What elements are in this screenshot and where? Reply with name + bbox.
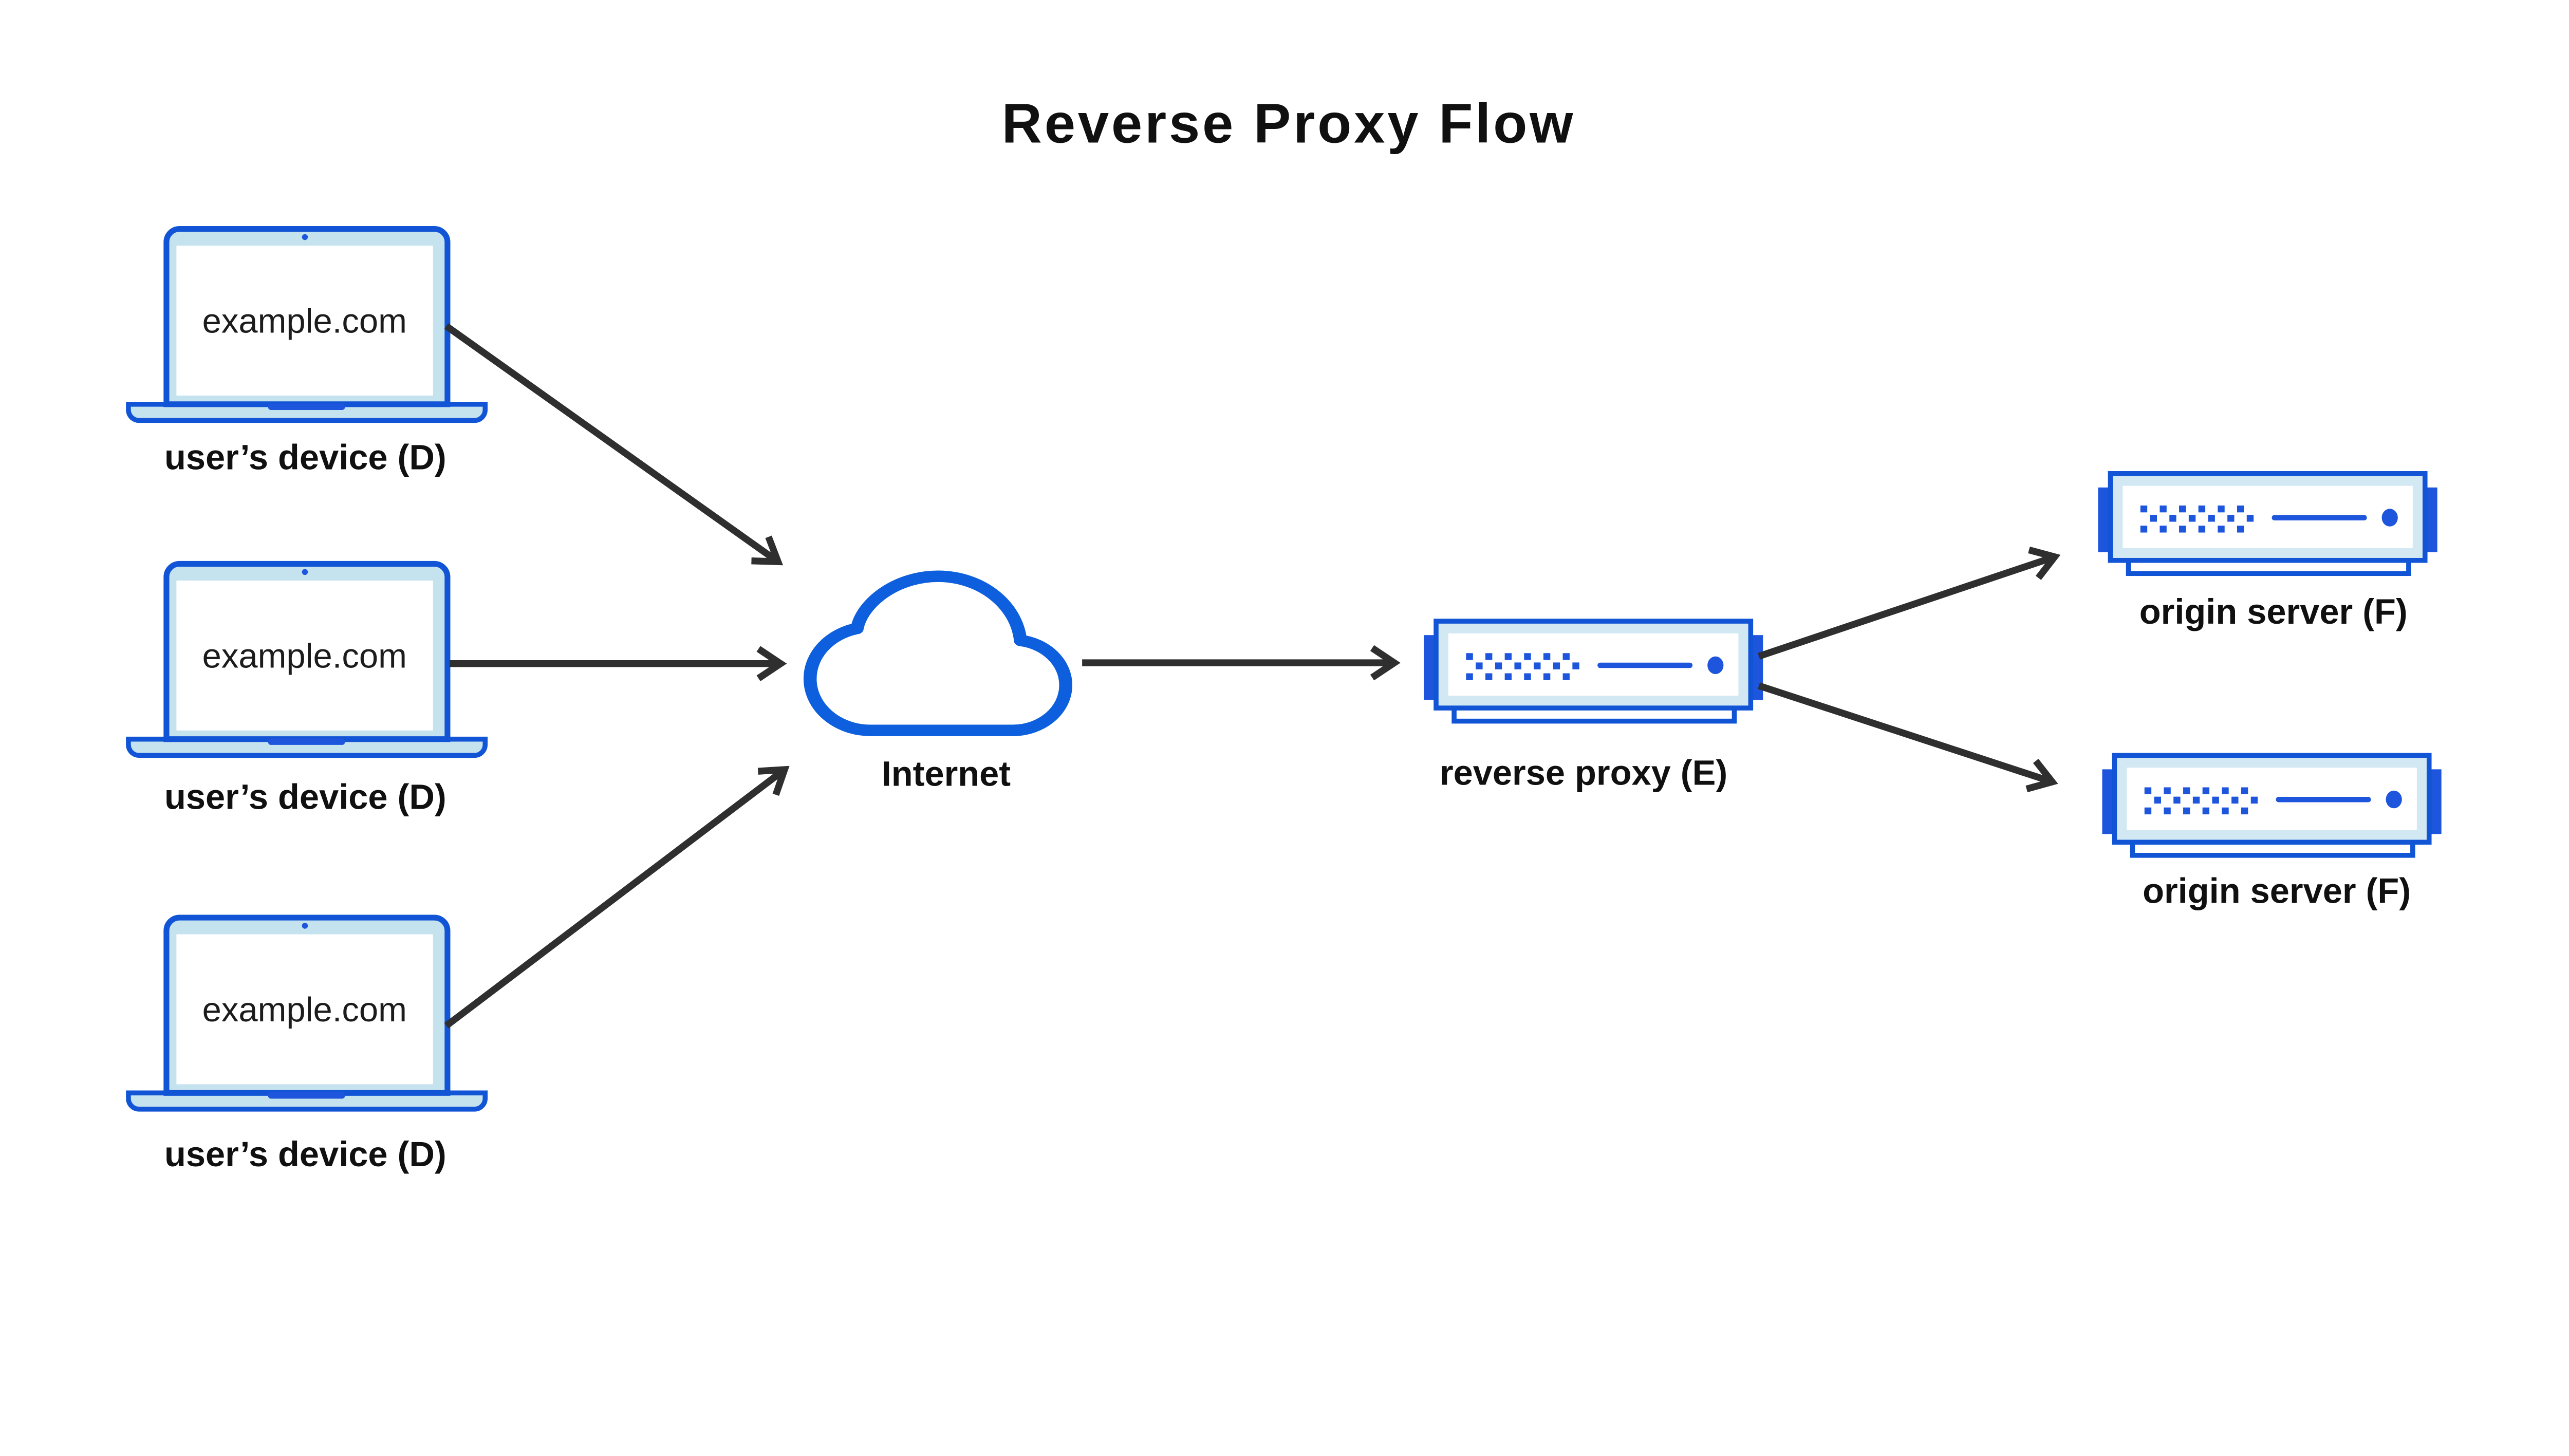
node-user-device-1: example.com user’s device (D) (128, 229, 485, 477)
diagram-title: Reverse Proxy Flow (1002, 92, 1576, 154)
node-reverse-proxy: reverse proxy (E) (1424, 621, 1763, 793)
arrow-device3-to-internet (444, 766, 790, 1029)
device-label: user’s device (D) (164, 438, 446, 477)
reverse-proxy-label: reverse proxy (E) (1440, 753, 1727, 793)
arrow-proxy-to-origin2 (1758, 682, 2058, 793)
node-internet: Internet (803, 570, 1072, 794)
device-screen-text: example.com (202, 637, 407, 676)
server-icon (1424, 621, 1763, 721)
diagram-stage: Reverse Proxy Flow example.com user’s de… (0, 92, 2569, 1174)
node-origin-server-1: origin server (F) (2098, 474, 2437, 631)
server-icon (2102, 755, 2441, 855)
node-user-device-3: example.com user’s device (D) (128, 918, 485, 1174)
node-user-device-2: example.com user’s device (D) (128, 564, 485, 817)
arrow-proxy-to-origin1 (1758, 546, 2061, 660)
origin-server-label: origin server (F) (2143, 871, 2411, 911)
device-label: user’s device (D) (164, 1134, 446, 1174)
internet-label: Internet (882, 754, 1011, 794)
cloud-icon (803, 570, 1072, 736)
arrow-device1-to-internet (444, 323, 784, 566)
device-screen-text: example.com (202, 991, 407, 1029)
node-origin-server-2: origin server (F) (2102, 755, 2441, 911)
device-screen-text: example.com (202, 302, 407, 340)
origin-server-label: origin server (F) (2139, 592, 2408, 631)
server-icon (2098, 474, 2437, 574)
device-label: user’s device (D) (164, 777, 446, 817)
reverse-proxy-flow-diagram: Reverse Proxy Flow example.com user’s de… (0, 92, 2569, 1174)
